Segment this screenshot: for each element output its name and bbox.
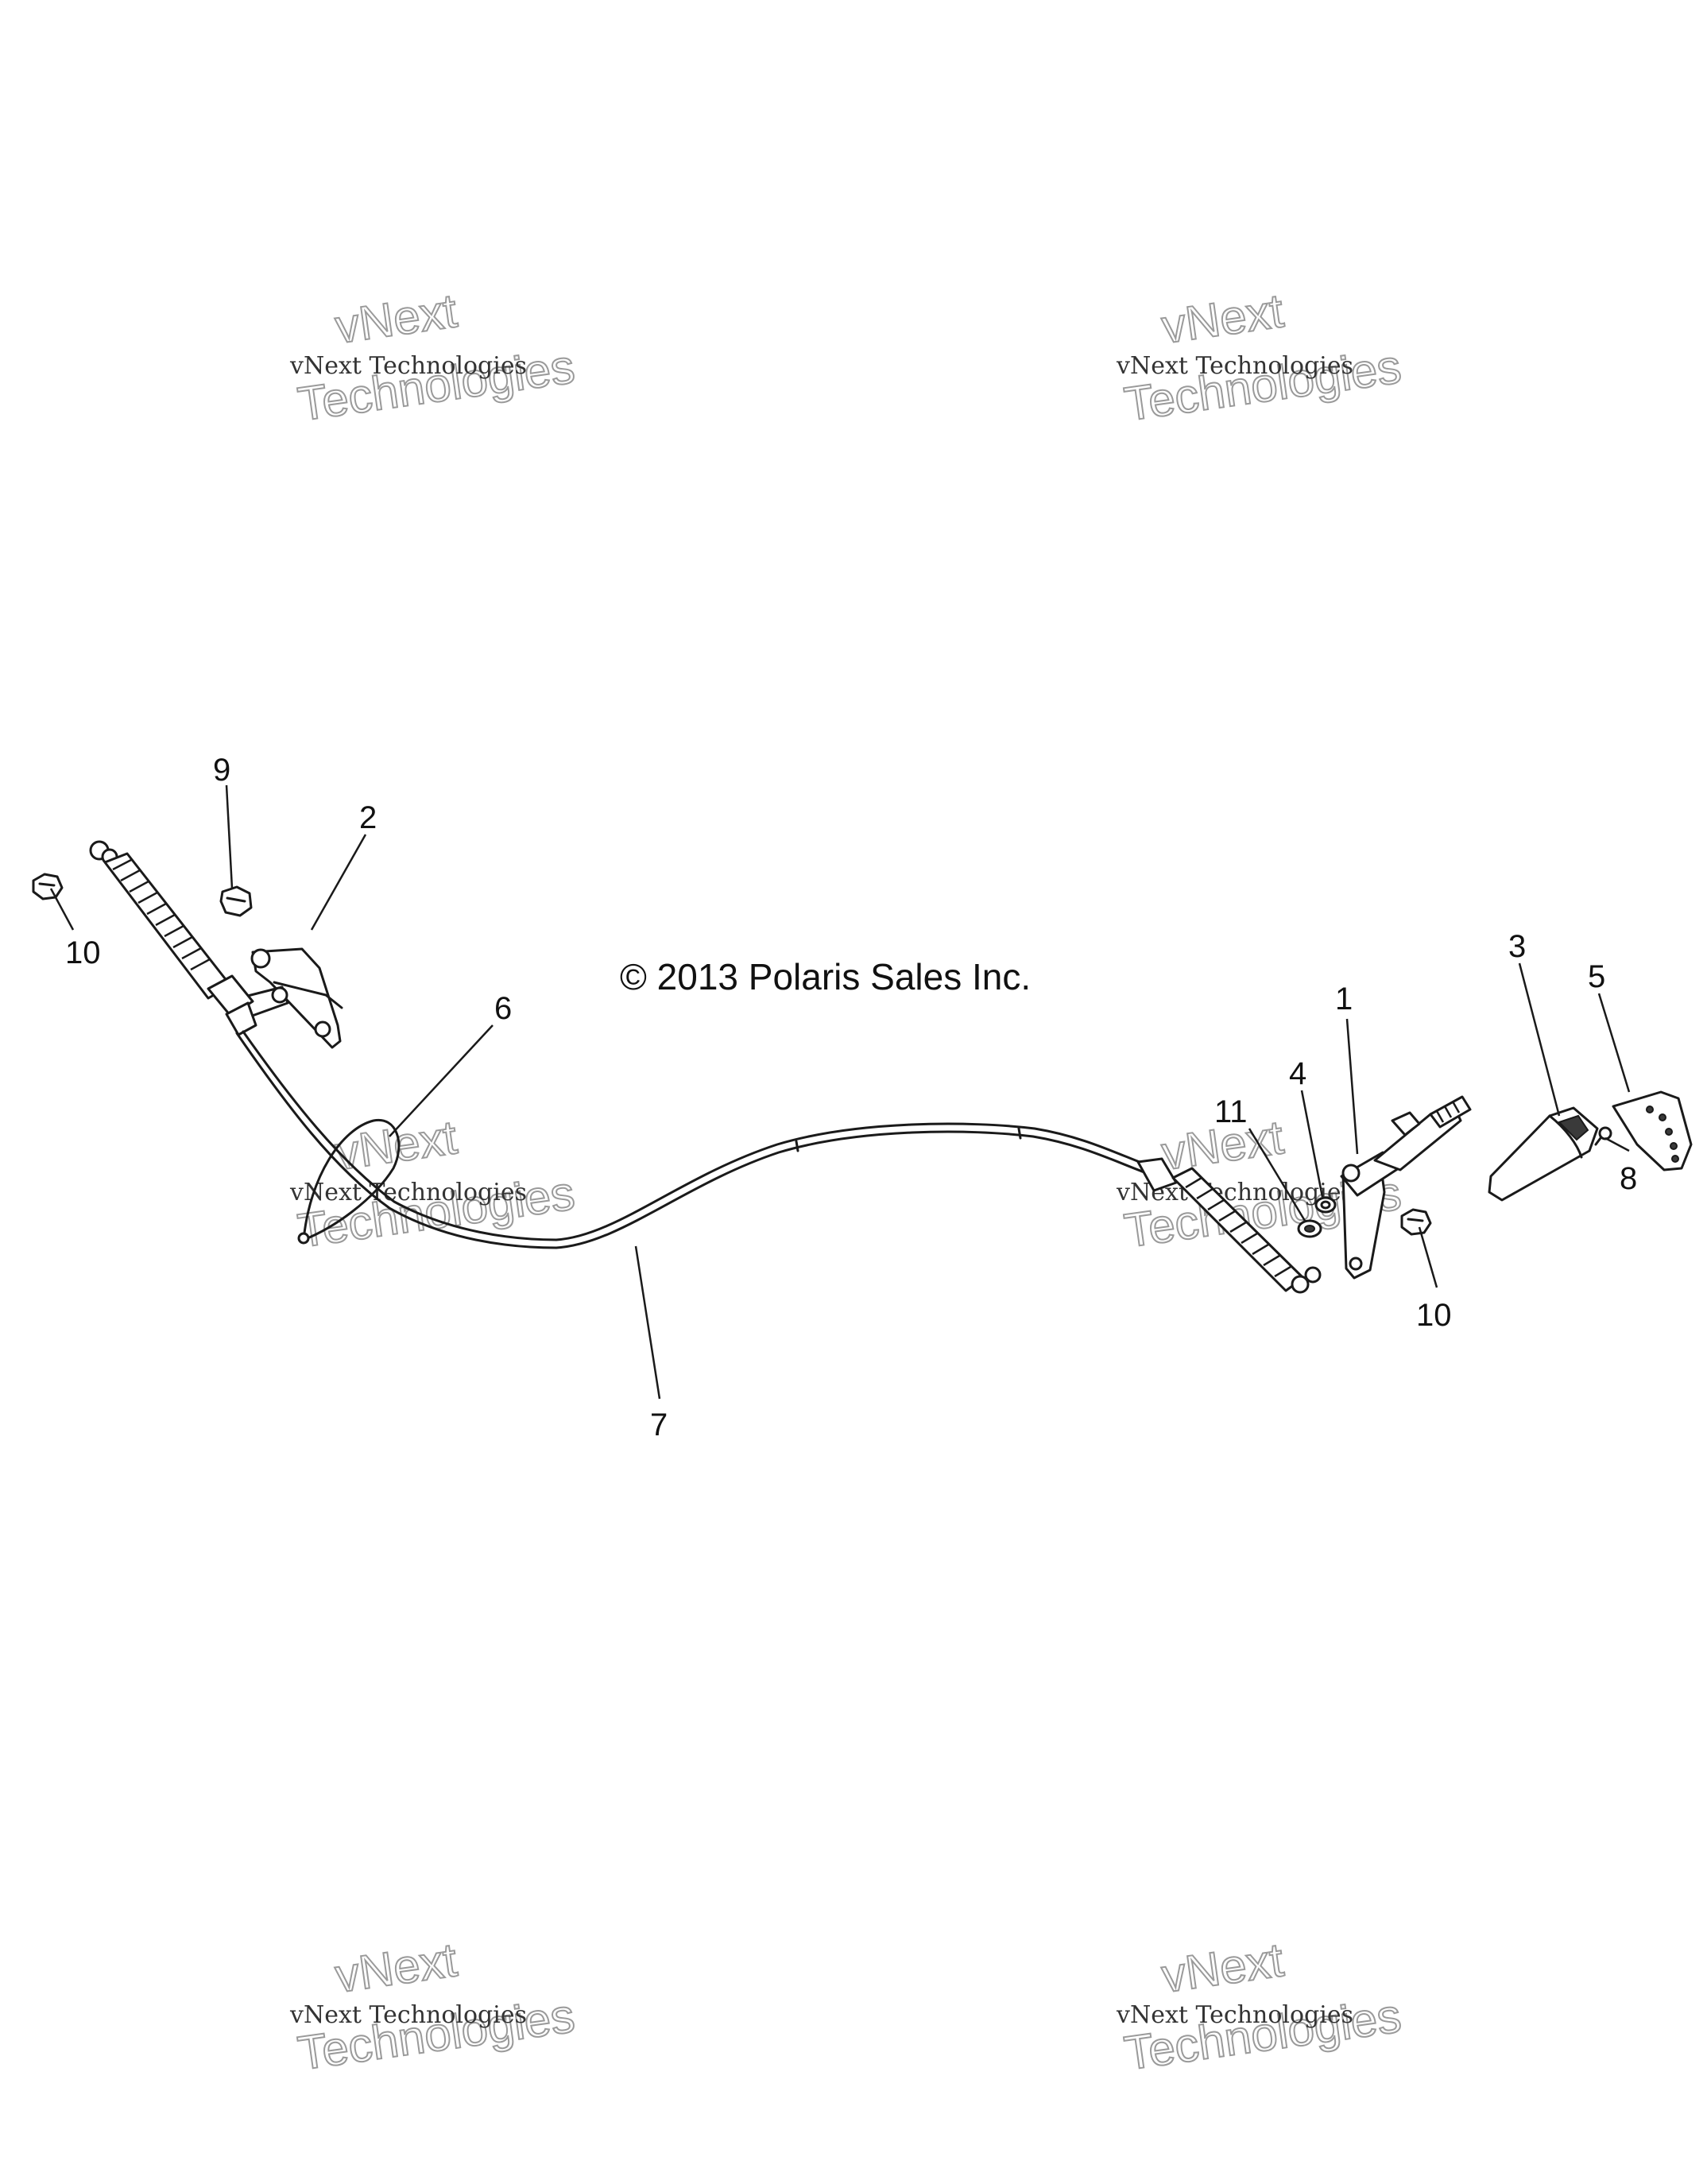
part-8-screw (1594, 1126, 1612, 1146)
part-5-shift-knob-cap (1612, 1090, 1693, 1171)
watermark-top-right: vNext Technologies vNext Technologies (1116, 283, 1405, 432)
callout-1: 1 (1335, 982, 1353, 1016)
watermark-label: vNext Technologies (289, 1179, 527, 1206)
watermark-vnext-text: vNext (332, 1110, 461, 1180)
callout-10-right: 10 (1416, 1298, 1452, 1333)
part-3-shift-knob-body (1488, 1106, 1599, 1202)
part-10-nut-right (1400, 1208, 1432, 1236)
callout-8: 8 (1620, 1161, 1637, 1196)
callout-5: 5 (1588, 959, 1605, 994)
watermark-label: vNext Technologies (1116, 2001, 1353, 2029)
watermark-vnext-text: vNext (332, 1933, 461, 2003)
watermark-top-left: vNext Technologies vNext Technologies (289, 283, 579, 432)
callout-labels: 9 2 10 6 7 1 4 11 3 5 8 10 (65, 753, 1637, 1442)
callout-11: 11 (1214, 1094, 1248, 1129)
part-7-shift-cable (89, 840, 1322, 1294)
watermark-bottom-right: vNext Technologies vNext Technologies (1116, 1932, 1405, 2081)
callout-9: 9 (213, 753, 230, 788)
watermark-vnext-text: vNext (1159, 1933, 1287, 2003)
watermark-label: vNext Technologies (289, 2001, 527, 2029)
leader-lines (49, 784, 1631, 1400)
callout-4: 4 (1289, 1056, 1306, 1091)
part-1-shift-lever (1340, 1095, 1472, 1280)
callout-2: 2 (359, 800, 377, 835)
watermark-bottom-left: vNext Technologies vNext Technologies (289, 1932, 579, 2081)
watermark-vnext-text: vNext (332, 284, 461, 354)
part-11-bushing (1297, 1219, 1322, 1238)
part-4-washer (1314, 1196, 1337, 1214)
part-10-nut-left (32, 873, 64, 900)
callout-6: 6 (494, 991, 512, 1026)
part-9-bolt (219, 885, 253, 917)
callout-10-left: 10 (65, 935, 101, 970)
callout-3: 3 (1508, 929, 1526, 964)
part-6-cable-retainer (297, 1118, 401, 1245)
watermark-label: vNext Technologies (289, 352, 527, 380)
watermark-vnext-text: vNext (1159, 284, 1287, 354)
copyright-notice: © 2013 Polaris Sales Inc. (620, 956, 1031, 997)
callout-7: 7 (650, 1408, 668, 1442)
watermark-middle-left: vNext Technologies vNext Technologies (289, 1109, 579, 1258)
watermark-label: vNext Technologies (1116, 352, 1353, 380)
part-2-cable-bracket (235, 947, 343, 1049)
